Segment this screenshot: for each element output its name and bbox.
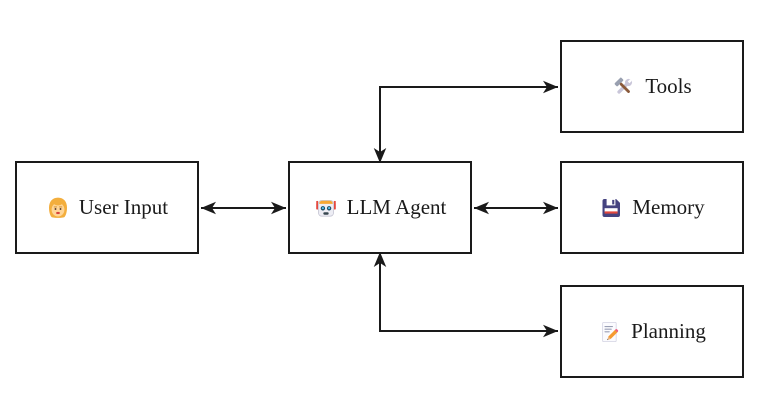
woman-emoji-icon <box>46 196 70 220</box>
memo-emoji-icon <box>598 320 622 344</box>
node-label: User Input <box>78 195 169 219</box>
node-label: Memory <box>632 195 705 219</box>
edge-llm-agent-tools <box>373 80 558 163</box>
node-planning: Planning <box>560 285 744 378</box>
node-label: Tools <box>645 74 692 98</box>
robot-emoji-icon <box>314 196 338 220</box>
node-label: LLM Agent <box>346 195 447 219</box>
edge-llm-agent-planning <box>373 252 558 338</box>
node-memory: Memory <box>560 161 744 254</box>
floppy-disk-emoji-icon <box>599 196 623 220</box>
node-llm-agent: LLM Agent <box>288 161 472 254</box>
node-tools: Tools <box>560 40 744 133</box>
hammer-and-wrench-emoji-icon <box>612 75 636 99</box>
node-user-input: User Input <box>15 161 199 254</box>
node-label: Planning <box>631 319 706 343</box>
